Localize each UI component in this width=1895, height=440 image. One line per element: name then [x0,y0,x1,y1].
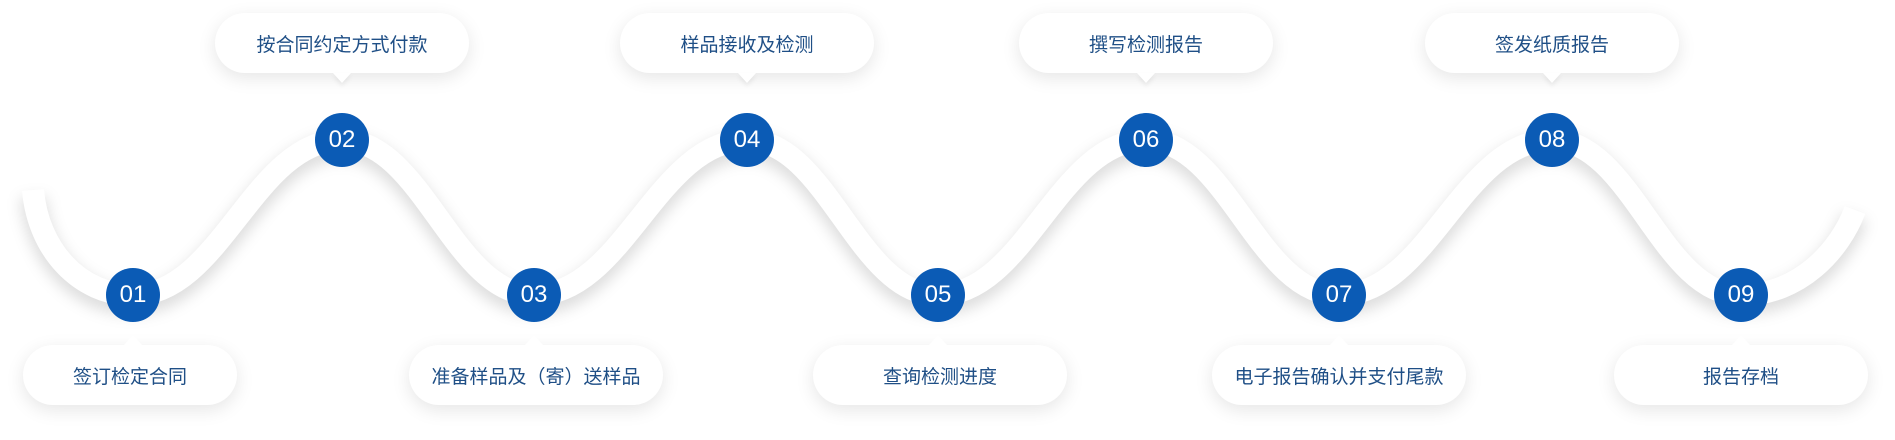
step-07-bubble-pointer [1330,335,1348,345]
step-02-label: 按合同约定方式付款 [256,33,428,56]
step-03-label-bubble: 准备样品及（寄）送样品 [409,345,663,405]
step-08-number: 08 [1538,126,1566,153]
step-06-bubble-pointer [1137,73,1155,83]
step-07-label: 电子报告确认并支付尾款 [1234,365,1444,388]
step-07-number-badge: 07 [1312,268,1366,322]
step-06-number: 06 [1132,126,1160,153]
step-05-number-badge: 05 [911,268,965,322]
step-04-label-bubble: 样品接收及检测 [620,13,874,73]
step-09-number-badge: 09 [1714,268,1768,322]
step-06-label-bubble: 撰写检测报告 [1019,13,1273,73]
step-01-number: 01 [119,281,147,308]
step-01-number-badge: 01 [106,268,160,322]
step-09-label-bubble: 报告存档 [1614,345,1868,405]
step-05-bubble-pointer [929,335,947,345]
step-04-number-badge: 04 [720,113,774,167]
step-05-label: 查询检测进度 [882,365,997,388]
step-02-label-bubble: 按合同约定方式付款 [215,13,469,73]
step-06-label: 撰写检测报告 [1088,33,1203,56]
step-06-number-badge: 06 [1119,113,1173,167]
step-03-bubble-pointer [525,335,543,345]
step-01-label: 签订检定合同 [72,365,187,388]
step-07-number: 07 [1325,281,1353,308]
step-01-label-bubble: 签订检定合同 [23,345,237,405]
step-02-number: 02 [328,126,356,153]
step-03-number: 03 [520,281,548,308]
step-09-bubble-pointer [1732,335,1750,345]
step-05-label-bubble: 查询检测进度 [813,345,1067,405]
step-05-number: 05 [924,281,952,308]
step-04-bubble-pointer [738,73,756,83]
step-04-label: 样品接收及检测 [680,33,814,56]
step-02-number-badge: 02 [315,113,369,167]
step-02-bubble-pointer [333,73,351,83]
step-03-number-badge: 03 [507,268,561,322]
step-03-label: 准备样品及（寄）送样品 [431,365,641,388]
step-07-label-bubble: 电子报告确认并支付尾款 [1212,345,1466,405]
step-09-label: 报告存档 [1702,365,1779,388]
step-08-label-bubble: 签发纸质报告 [1425,13,1679,73]
step-01-bubble-pointer [124,335,142,345]
step-09-number: 09 [1727,281,1755,308]
step-08-number-badge: 08 [1525,113,1579,167]
step-04-number: 04 [733,126,761,153]
step-08-label: 签发纸质报告 [1494,33,1609,56]
step-08-bubble-pointer [1543,73,1561,83]
